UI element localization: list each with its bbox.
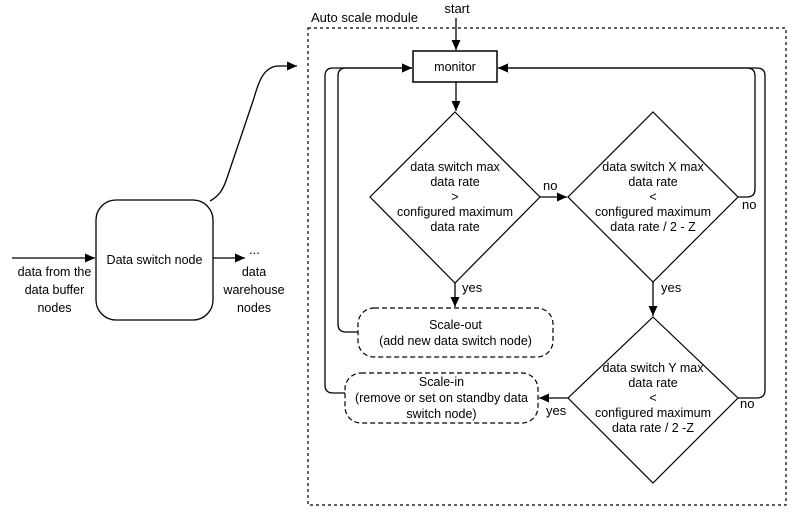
decision3-yes-label: yes: [546, 403, 567, 418]
decision-3-diamond: [567, 316, 739, 484]
decision1-no-label: no: [543, 178, 558, 193]
decision-3-label: data switch Y max data rate < configured…: [594, 361, 711, 435]
scale-out-label: Scale-out (add new data switch node): [379, 317, 532, 348]
decision2-yes-label: yes: [661, 280, 682, 295]
decision-2-label: data switch X max data rate < configured…: [594, 160, 711, 234]
auto-scale-module-container: [307, 27, 787, 506]
decision2-no-label: no: [742, 197, 757, 212]
start-label: start: [444, 1, 470, 16]
edge-data-switch-to-module: [209, 61, 297, 202]
decision-1-label: data switch max data rate > configured m…: [396, 160, 513, 234]
module-title: Auto scale module: [311, 10, 418, 25]
edge-decision3-no-to-monitor: [498, 63, 766, 399]
edge-scale-in-to-monitor: [324, 63, 412, 394]
output-annotation: data warehouse nodes: [223, 265, 285, 315]
scale-in-label: Scale-in (remove or set on standby data …: [354, 375, 528, 421]
data-switch-node-shape: [95, 199, 214, 321]
data-switch-node-label: Data switch node: [106, 253, 203, 267]
monitor-box-shape: [412, 50, 498, 83]
input-annotation: data from the data buffer nodes: [17, 265, 92, 315]
ellipsis-annotation: ...: [249, 242, 260, 257]
monitor-box-label: monitor: [434, 59, 476, 74]
decision1-yes-label: yes: [462, 280, 483, 295]
scale-in-box-shape: [344, 372, 539, 424]
decision3-no-label: no: [740, 396, 755, 411]
